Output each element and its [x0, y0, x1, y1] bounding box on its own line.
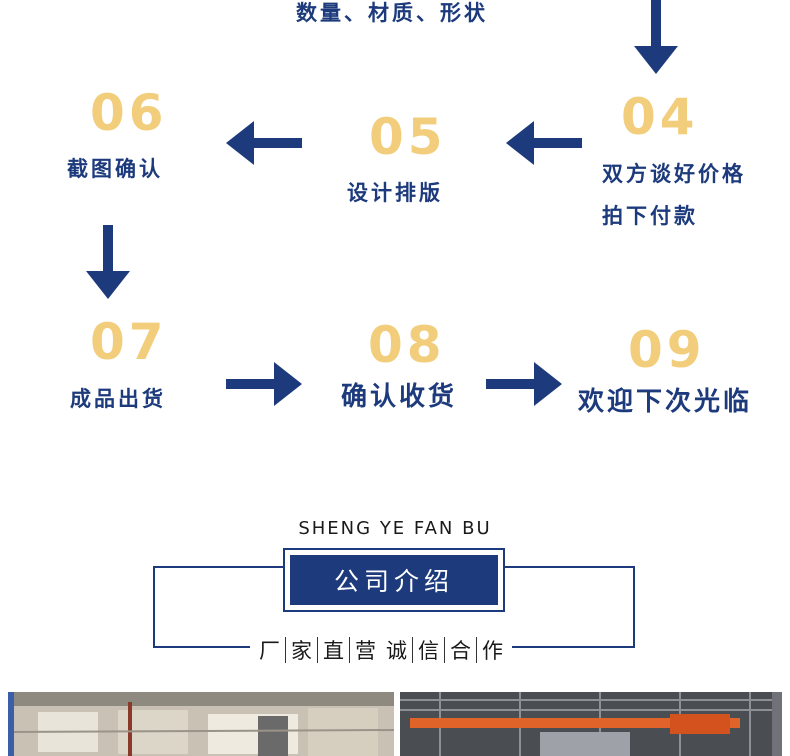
- step-number-05: 05: [369, 108, 447, 166]
- factory-photo-2: [400, 692, 782, 756]
- step-label-04-line2: 拍下付款: [602, 204, 698, 228]
- section-title-box: 公司介绍: [283, 548, 505, 612]
- step-label-08: 确认收货: [341, 382, 458, 412]
- step-number-07: 07: [90, 313, 168, 371]
- step-number-09: 09: [628, 321, 706, 379]
- tagline-char: 诚: [386, 639, 407, 663]
- top-text: 数量、材质、形状: [296, 1, 488, 25]
- section-tagline: 厂 家 直 营 诚 信 合 作: [250, 634, 512, 666]
- tagline-char: 厂: [259, 639, 280, 663]
- tagline-char: 作: [482, 639, 503, 663]
- arrow-right-icon: [486, 362, 562, 406]
- tagline-char: 信: [418, 639, 439, 663]
- step-label-05: 设计排版: [347, 181, 443, 205]
- arrow-down-icon: [634, 0, 678, 76]
- step-number-08: 08: [368, 316, 446, 374]
- tagline-char: 家: [291, 639, 312, 663]
- factory-photo-1: [8, 692, 394, 756]
- tagline-char: 营: [355, 639, 376, 663]
- tagline-char: 直: [323, 639, 344, 663]
- arrow-left-icon: [506, 121, 582, 165]
- step-label-04: 双方谈好价格: [602, 162, 746, 186]
- arrow-right-icon: [226, 362, 302, 406]
- step-label-07: 成品出货: [70, 387, 166, 411]
- tagline-char: 合: [450, 639, 471, 663]
- step-label-09: 欢迎下次光临: [578, 387, 753, 417]
- step-label-06: 截图确认: [67, 157, 163, 181]
- arrow-down-icon: [86, 225, 130, 301]
- step-number-06: 06: [90, 84, 168, 142]
- section-english-title: SHENG YE FAN BU: [298, 518, 492, 539]
- section-title: 公司介绍: [290, 555, 498, 605]
- step-number-04: 04: [621, 88, 699, 146]
- arrow-left-icon: [226, 121, 302, 165]
